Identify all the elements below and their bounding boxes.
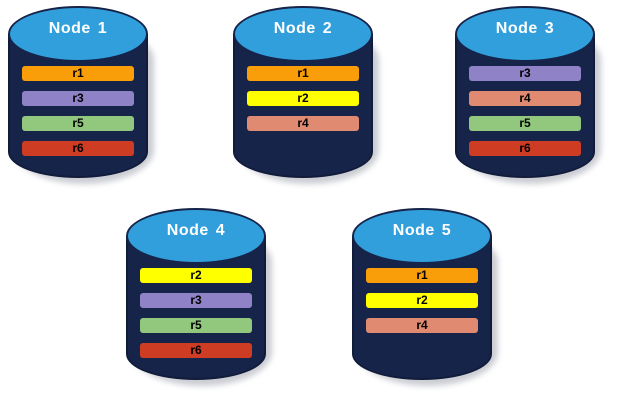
replica-item[interactable]: r3 <box>469 66 581 81</box>
replica-item[interactable]: r4 <box>366 318 478 333</box>
replica-item[interactable]: r3 <box>22 91 134 106</box>
node-cylinder-4[interactable]: Node 4 r2 r3 r5 r6 <box>126 206 272 388</box>
node-label: Node 4 <box>126 222 266 240</box>
node-label-number: 3 <box>544 20 555 37</box>
node-cylinder-2[interactable]: Node 2 r1 r2 r4 <box>233 4 379 186</box>
replica-item[interactable]: r2 <box>247 91 359 106</box>
replica-item[interactable]: r6 <box>140 343 252 358</box>
node-label-number: 1 <box>97 20 108 37</box>
replica-list: r3 r4 r5 r6 <box>469 66 581 156</box>
replica-item[interactable]: r5 <box>22 116 134 131</box>
node-label: Node 5 <box>352 222 492 240</box>
node-label: Node 2 <box>233 20 373 38</box>
node-label-number: 2 <box>322 20 333 37</box>
replica-item[interactable]: r1 <box>247 66 359 81</box>
node-label-number: 4 <box>215 222 226 239</box>
cylinder-top-disc <box>233 6 373 62</box>
node-label-word: Node <box>166 222 209 239</box>
cylinder-top-disc <box>352 208 492 264</box>
node-label-number: 5 <box>441 222 452 239</box>
replica-list: r1 r2 r4 <box>247 66 359 131</box>
replica-item[interactable]: r3 <box>140 293 252 308</box>
replica-item[interactable]: r5 <box>469 116 581 131</box>
node-label-word: Node <box>48 20 91 37</box>
replica-item[interactable]: r2 <box>366 293 478 308</box>
replica-list: r1 r2 r4 <box>366 268 478 333</box>
node-label-word: Node <box>495 20 538 37</box>
replica-item[interactable]: r2 <box>140 268 252 283</box>
cylinder-top-disc <box>455 6 595 62</box>
cylinder-top-disc <box>8 6 148 62</box>
node-cylinder-5[interactable]: Node 5 r1 r2 r4 <box>352 206 498 388</box>
node-cylinder-3[interactable]: Node 3 r3 r4 r5 r6 <box>455 4 601 186</box>
replica-item[interactable]: r4 <box>469 91 581 106</box>
replica-item[interactable]: r1 <box>22 66 134 81</box>
replica-item[interactable]: r6 <box>469 141 581 156</box>
node-cylinder-1[interactable]: Node 1 r1 r3 r5 r6 <box>8 4 154 186</box>
replica-item[interactable]: r1 <box>366 268 478 283</box>
node-label: Node 3 <box>455 20 595 38</box>
replica-list: r2 r3 r5 r6 <box>140 268 252 358</box>
node-label-word: Node <box>273 20 316 37</box>
replica-item[interactable]: r4 <box>247 116 359 131</box>
cylinder-top-disc <box>126 208 266 264</box>
node-label: Node 1 <box>8 20 148 38</box>
replica-item[interactable]: r6 <box>22 141 134 156</box>
replica-item[interactable]: r5 <box>140 318 252 333</box>
node-label-word: Node <box>392 222 435 239</box>
replica-list: r1 r3 r5 r6 <box>22 66 134 156</box>
